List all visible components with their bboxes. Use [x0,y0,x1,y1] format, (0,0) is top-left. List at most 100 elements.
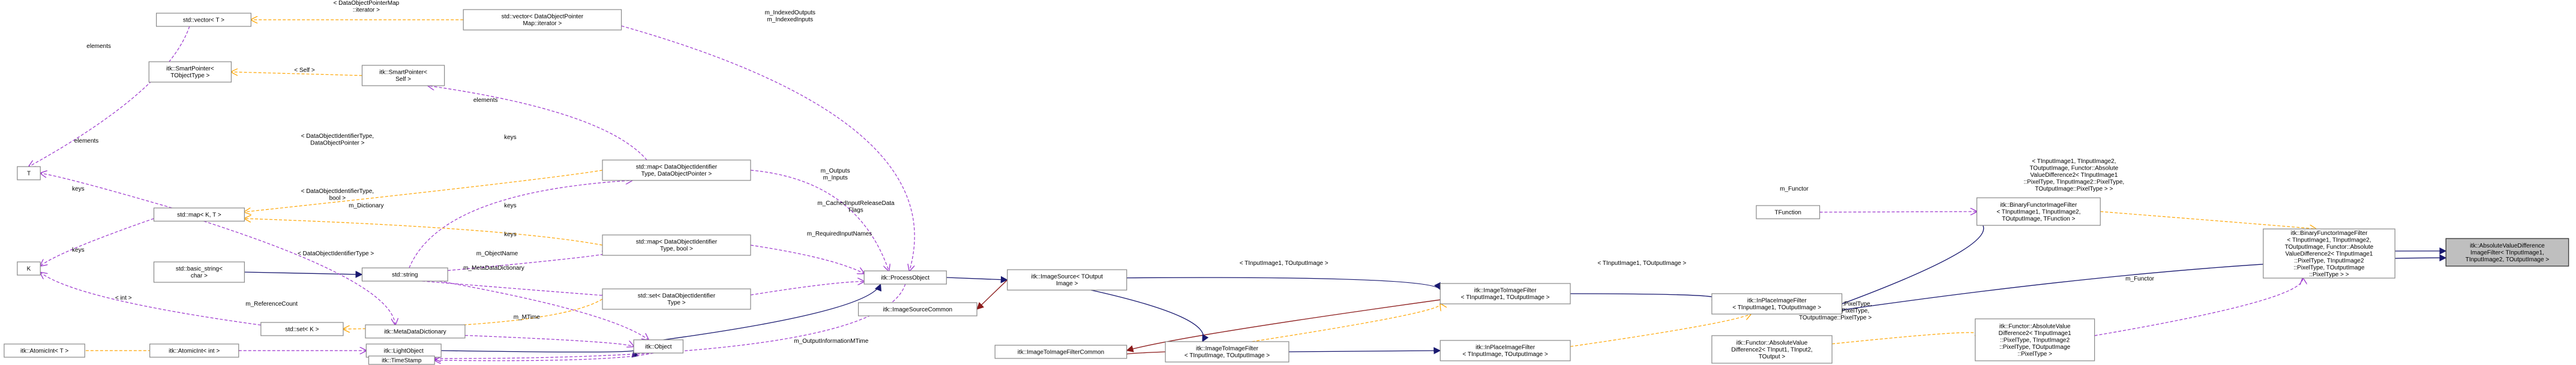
class-node-smartptr-T[interactable]: itk::SmartPointer<TObjectType > [148,61,232,83]
edge-label-text: m_Dictionary [349,203,383,209]
class-node-K[interactable]: K [17,261,41,276]
edge-label-text: m_IndexedInputs [767,17,813,23]
class-node-set-doid[interactable]: std::set< DataObjectIdentifierType > [602,288,751,310]
class-node-label: TOutputImage, TFunction > [2002,216,2075,222]
edge-label-text: keys [504,231,517,238]
class-node-label: itk::AbsoluteValueDifference [2470,243,2545,249]
class-node-label: itk::SmartPointer< [166,66,214,73]
edge-label-text: m_OutputInformationMTime [794,338,869,345]
class-node-box [1976,197,2101,226]
class-node-label: itk::MetaDataDictionary [384,328,446,335]
edge-processobject-imagesource [946,276,1008,283]
edge-label-dop-map-iter: < DataObjectPointerMap::iterator > [333,0,399,14]
class-node-map-doid-dop[interactable]: std::map< DataObjectIdentifierType, Data… [602,159,751,181]
edge-label-self-tpl: < Self > [294,67,315,74]
edge-inplace-template [1570,314,1751,347]
edge-object-name [439,280,649,340]
class-node-label: itk::TimeStamp [382,357,422,364]
edge-label-keys-2: keys [504,203,517,209]
edge-inplace-binfunctor [1842,219,1985,304]
class-node-label: TOutput > [1759,354,1786,360]
class-node-box [4,343,85,358]
class-node-label: ValueDifference2< TInputImage1 [2286,251,2373,257]
class-node-label: itk::Object [645,343,672,350]
edge-label-text: elements [473,97,498,104]
class-node-tfunction[interactable]: TFunction [1756,205,1821,219]
class-node-process-object[interactable]: itk::ProcessObject [863,270,947,285]
class-node-atomic-int[interactable]: itk::AtomicInt< int > [149,343,239,358]
class-node-T[interactable]: T [17,166,41,180]
class-node-box [17,166,41,180]
class-node-box [149,343,239,358]
edge-label-text: m_Outputs [821,168,850,174]
class-node-box [153,207,245,222]
class-node-label: Self > [395,76,411,83]
edge-label-keys-1: keys [504,134,517,141]
class-node-image-source-common[interactable]: itk::ImageSourceCommon [857,302,977,316]
class-node-label: itk::ImageSourceCommon [883,306,952,313]
class-node-i2i-tt[interactable]: itk::ImageToImageFilter< TInputImage, TO… [1165,341,1290,363]
edge-label-text: < DataObjectIdentifierType, [301,188,374,195]
class-node-label: std::set< DataObjectIdentifier [638,293,716,300]
class-node-label: Difference2< TInput1, TInput2, [1731,346,1812,353]
edge-label-text: m_RequiredInputNames [807,231,872,237]
class-node-absdiff-pixel[interactable]: itk::Functor::AbsoluteValueDifference2< … [1975,318,2095,361]
class-node-label: itk::Functor::AbsoluteValue [1999,323,2071,330]
class-node-box [602,288,751,310]
class-node-label: std::map< K, T > [177,212,221,218]
class-node-object[interactable]: itk::Object [633,339,683,354]
class-node-basic-string[interactable]: std::basic_string<char > [153,261,245,283]
class-node-box [994,345,1127,359]
class-node-map-KT[interactable]: std::map< K, T > [153,207,245,222]
class-node-binfunctor-generic[interactable]: itk::BinaryFunctorImageFilter< TInputIma… [1976,197,2101,226]
class-node-box [17,261,41,276]
class-node-abs-filter[interactable]: itk::AbsoluteValueDifferenceImageFilter<… [2445,238,2569,267]
class-node-light-object[interactable]: itk::LightObject [365,343,442,358]
edge-label-text: m_ObjectName [476,251,518,257]
class-node-atomic-T[interactable]: itk::AtomicInt< T > [4,343,85,358]
class-node-vector-dop-iter[interactable]: std::vector< DataObjectPointerMap::itera… [463,9,622,31]
class-node-i2i-t1t1[interactable]: itk::ImageToImageFilter< TInputImage1, T… [1440,283,1571,304]
class-node-timestamp[interactable]: itk::TimeStamp [368,355,435,365]
edge-label-m-functor-2: m_Functor [2125,276,2154,282]
edge-label-text: m_ReferenceCount [245,301,298,307]
edge-label-text: keys [72,247,85,254]
class-node-smartptr-self[interactable]: itk::SmartPointer<Self > [361,65,445,86]
class-node-label: std::map< DataObjectIdentifier [636,164,718,171]
class-node-set-K[interactable]: std::set< K > [260,322,344,336]
class-node-image-source[interactable]: itk::ImageSource< TOutputImage > [1007,269,1127,291]
edge-cached-flags [750,245,864,273]
class-node-label: std::vector< T > [183,17,224,23]
class-node-label: std::set< K > [285,326,319,333]
class-node-string[interactable]: std::string [361,267,448,282]
class-node-vector-T[interactable]: std::vector< T > [155,13,251,27]
edge-map-keys [40,218,154,266]
class-node-box [2263,228,2395,279]
edge-required-names [750,282,864,295]
class-node-inplace-t1t[interactable]: itk::InPlaceImageFilter< TInputImage1, T… [1711,293,1843,315]
edge-label-text: TOutputImage, Functor::Absolute [2030,165,2119,172]
edge-basicstring-string [244,270,363,278]
class-node-label: itk::BinaryFunctorImageFilter [2000,202,2077,209]
edge-label-doid-dop: < DataObjectIdentifierType,DataObjectPoi… [301,133,374,147]
class-node-label: Type, bool > [660,246,693,252]
class-node-label: itk::AtomicInt< int > [169,348,220,354]
edge-label-text: m_Inputs [823,175,848,182]
class-node-inplace-tt[interactable]: itk::InPlaceImageFilter< TInputImage, TO… [1440,340,1571,361]
edge-label-text: < TInputImage1, TInputImage2, [2032,158,2116,165]
class-node-absdiff-generic[interactable]: itk::Functor::AbsoluteValueDifference2< … [1711,335,1833,364]
edge-map-dop-keys [409,180,632,269]
class-node-box [1440,283,1571,304]
class-node-label: K [27,266,31,272]
class-node-label: itk::InPlaceImageFilter [1747,298,1807,304]
class-node-i2i-common[interactable]: itk::ImageToImageFilterCommon [994,345,1127,359]
class-node-binfunctor-abs[interactable]: itk::BinaryFunctorImageFilter< TInputIma… [2263,228,2395,279]
class-node-meta-dict[interactable]: itk::MetaDataDictionary [365,324,466,339]
class-node-box [1440,340,1571,361]
class-node-map-doid-bool[interactable]: std::map< DataObjectIdentifierType, bool… [602,234,751,256]
class-node-label: TInputImage2, TOutputImage > [2466,257,2550,263]
class-node-box [633,339,683,354]
